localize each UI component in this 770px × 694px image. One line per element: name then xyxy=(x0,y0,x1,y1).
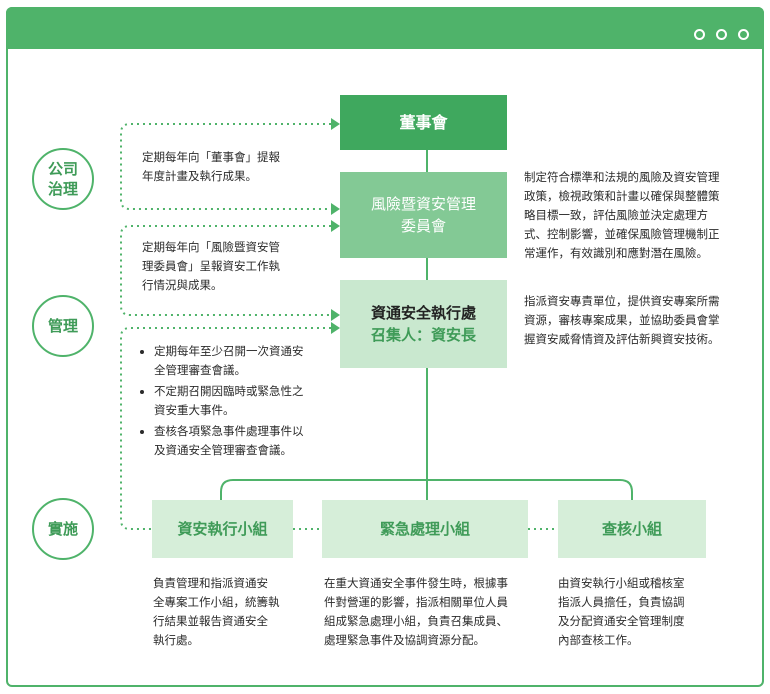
committee-report-note: 定期每年向「風險暨資安管 理委員會」呈報資安工作執 行情況與成果。 xyxy=(142,240,280,292)
exec-group-box: 資安執行小組 xyxy=(152,500,293,558)
label-management: 管理 xyxy=(32,295,94,357)
window-dot-icon[interactable] xyxy=(716,29,727,40)
emergency-desc-note: 在重大資通安全事件發生時，根據事 件對營運的影響，指派相關單位人員 組成緊急處理… xyxy=(324,576,508,647)
board-report-note: 定期每年向「董事會」提報 年度計畫及執行成果。 xyxy=(142,150,280,183)
emergency-group-box: 緊急處理小組 xyxy=(322,500,528,558)
security-office-box: 資通安全執行處 召集人：資安長 xyxy=(340,280,507,368)
title-bar xyxy=(6,7,764,49)
committee-desc-note: 制定符合標準和法規的風險及資安管理 政策，檢視政策和計畫以確保與整體策 略目標一… xyxy=(524,170,720,260)
audit-desc-note: 由資安執行小組或稽核室 指派人員擔任，負責協調 及分配資通安全管理制度 內部查核… xyxy=(558,576,685,647)
label-execution: 實施 xyxy=(32,498,94,560)
window-dot-icon[interactable] xyxy=(694,29,705,40)
window-dot-icon[interactable] xyxy=(738,29,749,40)
label-governance: 公司治理 xyxy=(32,148,94,210)
audit-group-box: 查核小組 xyxy=(558,500,706,558)
exec-desc-note: 負責管理和指派資通安 全專案工作小組，統籌執 行結果並報告資通安全 執行處。 xyxy=(153,576,280,647)
board-box: 董事會 xyxy=(340,95,507,150)
risk-committee-box: 風險暨資安管理 委員會 xyxy=(340,172,507,258)
office-desc-note: 指派資安專責單位，提供資安專案所需 資源，審核專案成果，並協助委員會掌 握資安威… xyxy=(524,294,720,346)
